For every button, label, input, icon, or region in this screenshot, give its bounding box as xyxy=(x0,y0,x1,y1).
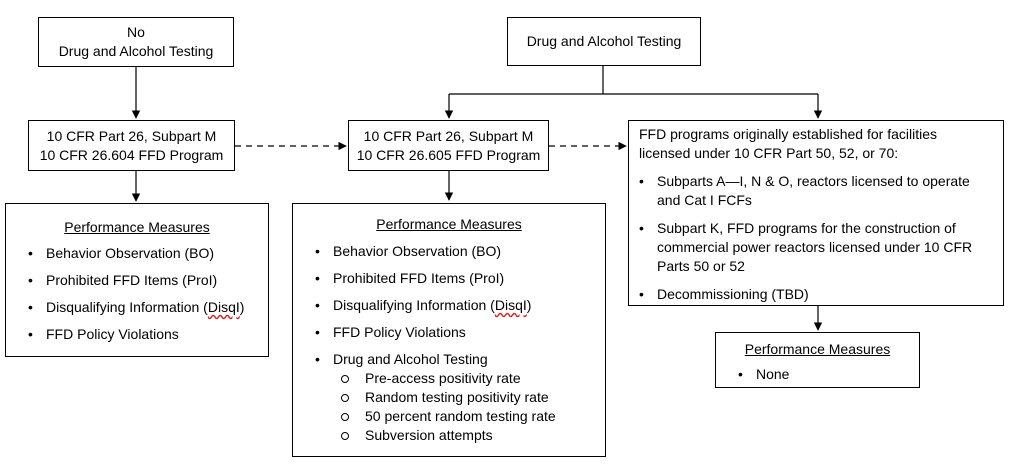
pm-item-text: Behavior Observation (BO) xyxy=(46,245,215,261)
pm-item-text: FFD Policy Violations xyxy=(333,324,466,340)
ffd-program-list: • Subparts A—I, N & O, reactors licensed… xyxy=(639,172,1003,304)
ffd-item-text: and Cat I FCFs xyxy=(657,192,752,208)
disqi-abbr: DisqI xyxy=(207,299,240,315)
pm-605-subitem: 50 percent random testing rate xyxy=(341,407,605,426)
subitem-text: Subversion attempts xyxy=(365,427,493,443)
ffd-item-text: Subpart K, FFD programs for the construc… xyxy=(657,220,956,236)
pm-605-subitem: Subversion attempts xyxy=(341,426,605,445)
pm-604-item: • FFD Policy Violations xyxy=(28,325,268,344)
ffd-item-decommissioning: • Decommissioning (TBD) xyxy=(639,285,1003,304)
pm-item-text: Disqualifying Information ( xyxy=(46,299,208,315)
pm-605-item: • Prohibited FFD Items (ProI) xyxy=(315,269,605,288)
pm-item-text: Behavior Observation (BO) xyxy=(333,243,502,259)
pm-605-title: Performance Measures xyxy=(376,216,522,232)
disqi-close: ) xyxy=(526,297,532,313)
pm-604-title: Performance Measures xyxy=(64,219,210,235)
pm-none-list: • None xyxy=(738,365,919,384)
pm-item-text: FFD Policy Violations xyxy=(46,326,179,342)
subpart-m-605-box: 10 CFR Part 26, Subpart M 10 CFR 26.605 … xyxy=(348,120,549,171)
disqi-close: ) xyxy=(239,299,245,315)
pm-605-item: • Behavior Observation (BO) xyxy=(315,242,605,261)
bullet-glyph: • xyxy=(315,297,320,313)
pm-605-item: • Disqualifying Information (DisqI) xyxy=(315,296,605,315)
ffd-programs-box: FFD programs originally established for … xyxy=(628,120,1004,306)
pm-605-item-testing: • Drug and Alcohol Testing Pre-access pos… xyxy=(315,350,605,445)
no-testing-line2: Drug and Alcohol Testing xyxy=(58,43,214,59)
subpart-m-604-line2: 10 CFR 26.604 FFD Program xyxy=(39,147,224,163)
pm-605-list: • Behavior Observation (BO) • Prohibited F… xyxy=(315,242,605,445)
no-testing-line1: No xyxy=(127,24,145,40)
bullet-glyph: • xyxy=(28,326,33,342)
pm-item-text: Drug and Alcohol Testing xyxy=(333,351,488,367)
pm-none-box: Performance Measures • None xyxy=(715,332,920,388)
pm-item-text: None xyxy=(756,366,790,382)
bullet-glyph: • xyxy=(639,220,644,236)
ffd-item-text: Decommissioning (TBD) xyxy=(657,286,809,302)
pm-605-subitem: Pre-access positivity rate xyxy=(341,369,605,388)
subpart-m-605-line2: 10 CFR 26.605 FFD Program xyxy=(356,147,541,163)
pm-item-text: Prohibited FFD Items (ProI) xyxy=(46,272,218,288)
pm-item-text: Disqualifying Information ( xyxy=(333,297,495,313)
ffd-intro-line2: licensed under 10 CFR Part 50, 52, or 70… xyxy=(639,145,899,161)
bullet-glyph: • xyxy=(738,366,743,382)
pm-605-item: • FFD Policy Violations xyxy=(315,323,605,342)
pm-605-box: Performance Measures • Behavior Observati… xyxy=(292,203,606,457)
pm-none-item: • None xyxy=(738,365,919,384)
subitem-text: Pre-access positivity rate xyxy=(365,370,521,386)
bullet-glyph: • xyxy=(315,243,320,259)
ffd-item-subpart-k: • Subpart K, FFD programs for the constr… xyxy=(639,219,1003,276)
bullet-glyph: • xyxy=(639,286,644,302)
ffd-item-text: Subparts A—I, N & O, reactors licensed t… xyxy=(657,173,970,189)
circle-bullet-icon xyxy=(341,413,349,421)
bullet-glyph: • xyxy=(28,272,33,288)
circle-bullet-icon xyxy=(341,432,349,440)
no-testing-box: No Drug and Alcohol Testing xyxy=(38,17,234,67)
subpart-m-605-line1: 10 CFR Part 26, Subpart M xyxy=(363,128,534,144)
pm-604-box: Performance Measures • Behavior Observati… xyxy=(5,203,269,357)
disqi-abbr: DisqI xyxy=(494,297,527,313)
subitem-text: 50 percent random testing rate xyxy=(365,408,556,424)
pm-none-title: Performance Measures xyxy=(744,341,891,357)
testing-label: Drug and Alcohol Testing xyxy=(526,33,682,49)
ffd-item-subparts-a-i: • Subparts A—I, N & O, reactors licensed… xyxy=(639,172,1003,210)
circle-bullet-icon xyxy=(341,394,349,402)
ffd-intro-line1: FFD programs originally established for … xyxy=(639,126,937,142)
bullet-glyph: • xyxy=(315,324,320,340)
pm-604-list: • Behavior Observation (BO) • Prohibited F… xyxy=(28,244,268,344)
circle-bullet-icon xyxy=(341,375,349,383)
testing-box: Drug and Alcohol Testing xyxy=(507,17,701,66)
bullet-glyph: • xyxy=(28,299,33,315)
pm-604-item: • Disqualifying Information (DisqI) xyxy=(28,298,268,317)
bullet-glyph: • xyxy=(315,351,320,367)
bullet-glyph: • xyxy=(28,245,33,261)
bullet-glyph: • xyxy=(315,270,320,286)
subpart-m-604-line1: 10 CFR Part 26, Subpart M xyxy=(46,128,217,144)
pm-item-text: Prohibited FFD Items (ProI) xyxy=(333,270,505,286)
bullet-glyph: • xyxy=(639,173,644,189)
ffd-item-text: commercial power reactors licensed under… xyxy=(657,239,973,255)
subpart-m-604-box: 10 CFR Part 26, Subpart M 10 CFR 26.604 … xyxy=(28,120,235,171)
pm-604-item: • Behavior Observation (BO) xyxy=(28,244,268,263)
pm-604-item: • Prohibited FFD Items (ProI) xyxy=(28,271,268,290)
pm-605-subitem: Random testing positivity rate xyxy=(341,388,605,407)
pm-605-sublist: Pre-access positivity rate Random testin… xyxy=(341,369,605,445)
subitem-text: Random testing positivity rate xyxy=(365,389,549,405)
ffd-item-text: Parts 50 or 52 xyxy=(657,258,745,274)
